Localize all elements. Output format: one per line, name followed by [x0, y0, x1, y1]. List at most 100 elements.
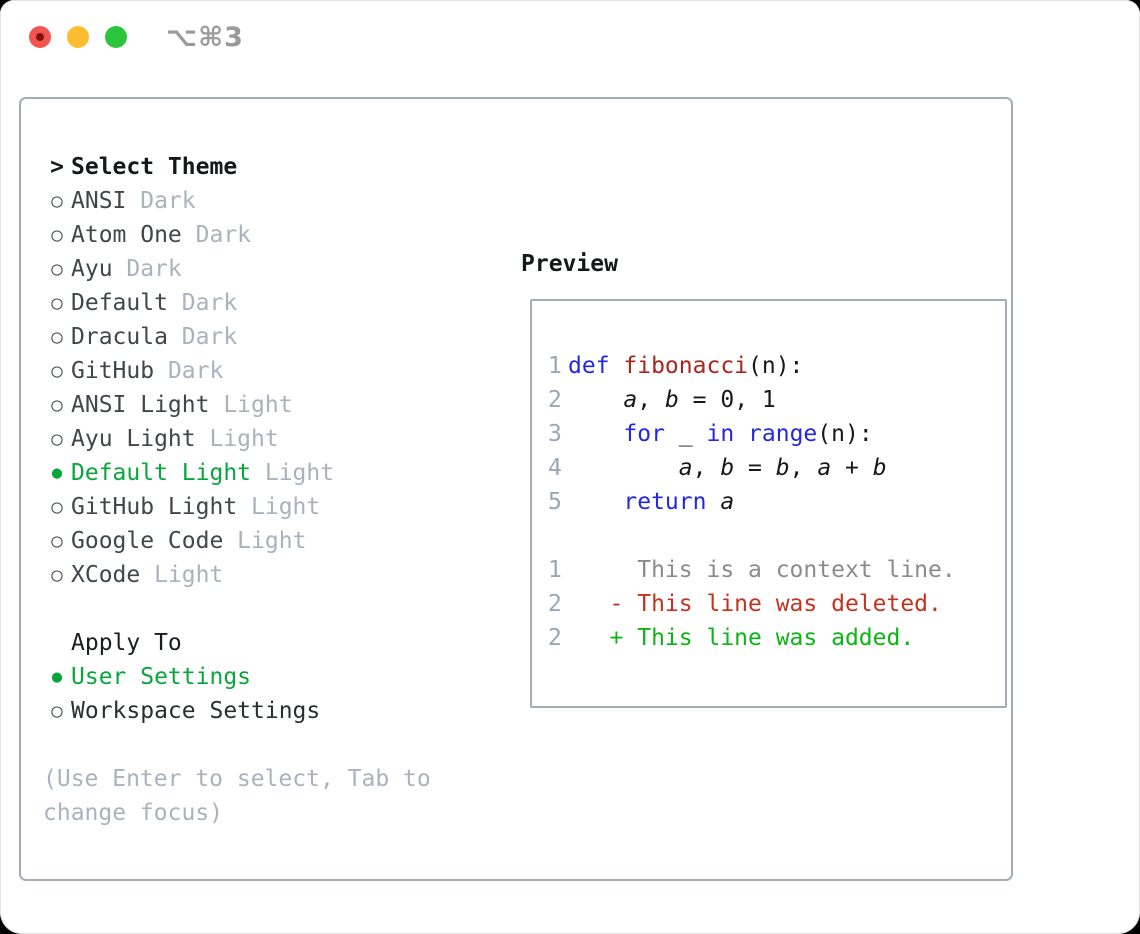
theme-picker: > Select Theme ○ANSI Dark○Atom One Dark○…	[43, 150, 483, 830]
theme-variant-tag: Light	[195, 426, 279, 452]
code-segment-plain: +	[831, 455, 873, 481]
theme-name: Default Light	[71, 460, 252, 486]
theme-name: GitHub Light	[71, 494, 238, 520]
apply-option-label: User Settings	[71, 664, 252, 690]
apply-option-label: Workspace Settings	[71, 698, 321, 724]
code-segment-kw: return	[623, 489, 707, 515]
code-line: 5 return a	[548, 485, 956, 519]
code-segment-add: + This line was added.	[568, 625, 915, 651]
apply-to-heading: Apply To	[43, 626, 483, 660]
code-segment-plain: ,	[692, 455, 721, 481]
radio-circle-icon: ○	[51, 360, 63, 382]
title-bar: ⌥⌘3	[0, 0, 1140, 70]
code-segment-var: b	[775, 455, 790, 481]
code-segment-plain	[568, 485, 623, 519]
code-segment-plain	[568, 383, 623, 417]
code-segment-kw: for	[623, 421, 665, 447]
theme-name: Ayu	[71, 256, 113, 282]
theme-option-google-code[interactable]: ○ Google Code Light	[43, 524, 483, 558]
spacer	[43, 728, 483, 762]
theme-option-github[interactable]: ○GitHub Dark	[43, 354, 483, 388]
code-line: 1 This is a context line.	[548, 553, 956, 587]
apply-to-label: Apply To	[71, 630, 182, 656]
select-theme-heading: > Select Theme	[43, 150, 483, 184]
main-panel: > Select Theme ○ANSI Dark○Atom One Dark○…	[19, 97, 1013, 881]
theme-option-ansi-light[interactable]: ○ANSI Light Light	[43, 388, 483, 422]
code-segment-plain: (n):	[817, 421, 873, 447]
code-segment-plain: ,	[789, 455, 818, 481]
spacer	[43, 592, 483, 626]
code-segment-var: b	[720, 455, 735, 481]
theme-option-github-light[interactable]: ○ GitHub Light Light	[43, 490, 483, 524]
radio-circle-icon: ○	[51, 564, 63, 586]
code-segment-plain: (n):	[748, 353, 804, 379]
code-segment-var: a	[720, 489, 735, 515]
line-number: 5	[548, 489, 562, 515]
code-segment-var: b	[664, 387, 679, 413]
theme-option-ayu-light[interactable]: ○ Ayu Light Light	[43, 422, 483, 456]
radio-circle-icon: ○	[51, 530, 63, 552]
code-segment-var: a	[623, 387, 638, 413]
theme-name: ANSI	[71, 188, 127, 214]
theme-option-dracula[interactable]: ○Dracula Dark	[43, 320, 483, 354]
theme-variant-tag: Light	[237, 494, 321, 520]
theme-option-atom-one[interactable]: ○Atom One Dark	[43, 218, 483, 252]
line-number: 2	[548, 625, 562, 651]
radio-circle-icon: ○	[51, 428, 63, 450]
theme-option-ayu[interactable]: ○ Ayu Dark	[43, 252, 483, 286]
code-segment-plain: = 0, 1	[678, 387, 776, 413]
code-line: 3 for _ in range(n):	[548, 417, 956, 451]
theme-variant-tag: Dark	[126, 188, 196, 214]
code-segment-plain: ,	[637, 387, 665, 413]
theme-name: GitHub	[71, 358, 155, 384]
line-number: 4	[548, 455, 562, 481]
radio-selected-icon: ●	[51, 463, 63, 483]
code-segment-kw: def	[568, 353, 624, 379]
theme-option-default[interactable]: ○Default Dark	[43, 286, 483, 320]
line-number	[548, 519, 568, 553]
help-line: change focus)	[43, 800, 224, 826]
code-line: 2 + This line was added.	[548, 621, 956, 655]
code-segment-fn: fibonacci	[623, 353, 749, 379]
preview-heading: Preview	[521, 251, 618, 277]
code-line	[548, 519, 956, 553]
code-segment-var: a	[678, 455, 693, 481]
radio-circle-icon: ○	[51, 292, 63, 314]
code-line: 2 - This line was deleted.	[548, 587, 956, 621]
theme-name: ANSI Light	[71, 392, 210, 418]
zoom-button[interactable]	[105, 26, 127, 48]
line-number: 1	[548, 353, 562, 379]
help-line: (Use Enter to select, Tab to	[43, 766, 431, 792]
theme-variant-tag: Light	[223, 528, 307, 554]
close-button[interactable]	[29, 26, 51, 48]
radio-circle-icon: ○	[51, 224, 63, 246]
code-segment-var: b	[872, 455, 887, 481]
apply-to-list: ● User Settings ○Workspace Settings	[43, 660, 483, 728]
apply-option-workspace-settings[interactable]: ○Workspace Settings	[43, 694, 483, 728]
theme-option-default-light[interactable]: ● Default Light Light	[43, 456, 483, 490]
radio-circle-icon: ○	[51, 190, 63, 212]
radio-selected-icon: ●	[51, 667, 63, 687]
apply-option-user-settings[interactable]: ● User Settings	[43, 660, 483, 694]
theme-variant-tag: Light	[251, 460, 335, 486]
radio-circle-icon: ○	[51, 496, 63, 518]
theme-option-ansi[interactable]: ○ ANSI Dark	[43, 184, 483, 218]
theme-list: ○ANSI Dark○Atom One Dark○Ayu Dark○Defaul…	[43, 184, 483, 592]
code-segment-ctx: This is a context line.	[568, 557, 956, 583]
line-number: 1	[548, 557, 562, 583]
theme-variant-tag: Dark	[112, 256, 182, 282]
theme-name: Ayu Light	[71, 426, 196, 452]
theme-variant-tag: Light	[209, 392, 293, 418]
code-segment-var: a	[817, 455, 832, 481]
theme-name: XCode	[71, 562, 141, 588]
line-number: 2	[548, 591, 562, 617]
theme-variant-tag: Dark	[181, 222, 252, 248]
theme-name: Google Code	[71, 528, 224, 554]
minimize-button[interactable]	[67, 26, 89, 48]
theme-option-xcode[interactable]: ○XCode Light	[43, 558, 483, 592]
theme-name: Default	[71, 290, 168, 316]
radio-circle-icon: ○	[51, 258, 63, 280]
